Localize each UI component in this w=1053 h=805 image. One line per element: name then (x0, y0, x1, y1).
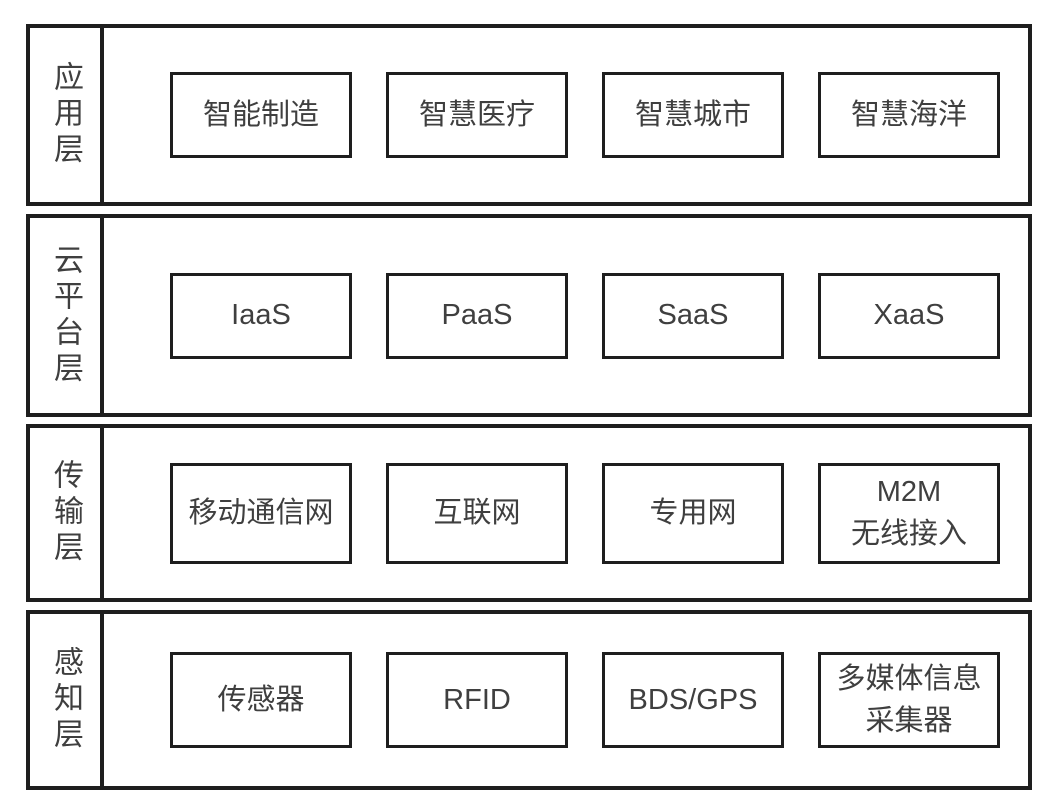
layer-label-column: 云平台层 (30, 218, 104, 413)
box-label-line: RFID (443, 683, 511, 716)
box-m2m-wireless-access: M2M 无线接入 (818, 462, 1000, 564)
box-smart-manufacturing: 智能制造 (170, 72, 352, 158)
box-paas: PaaS (386, 272, 568, 359)
layer-box-row: IaaS PaaS SaaS XaaS (104, 218, 1028, 413)
box-multimedia-info-collector: 多媒体信息采集器 (818, 652, 1000, 748)
box-xaas: XaaS (818, 272, 1000, 359)
box-label-line: SaaS (657, 299, 729, 332)
box-label-line: IaaS (231, 299, 291, 332)
box-label-line: 传感器 (217, 683, 305, 716)
box-iaas: IaaS (170, 272, 352, 359)
layer-label: 应用层 (49, 61, 82, 169)
layer-box-row: 传感器 RFID BDS/GPS 多媒体信息采集器 (104, 614, 1028, 786)
box-label-line: 智慧医疗 (418, 98, 535, 131)
box-label-line: 互联网 (433, 496, 521, 529)
box-label-line: 多媒体信息 (836, 662, 982, 695)
layer-label: 云平台层 (49, 243, 82, 388)
layer-label-column: 应用层 (30, 28, 104, 202)
layer-box-row: 移动通信网 互联网 专用网 M2M 无线接入 (104, 428, 1028, 598)
box-sensor: 传感器 (170, 652, 352, 748)
layer-band-perception-layer: 感知层 传感器 RFID BDS/GPS 多媒体信息采集器 (26, 610, 1032, 790)
layer-label: 感知层 (49, 646, 82, 754)
box-label-line: BDS/GPS (628, 683, 758, 716)
layer-label-column: 感知层 (30, 614, 104, 786)
box-bds-gps: BDS/GPS (602, 652, 784, 748)
layer-label-column: 传输层 (30, 428, 104, 598)
box-label-line: XaaS (873, 299, 945, 332)
layer-label: 传输层 (49, 459, 82, 567)
box-saas: SaaS (602, 272, 784, 359)
box-private-network: 专用网 (602, 462, 784, 564)
layer-box-row: 智能制造 智慧医疗 智慧城市 智慧海洋 (104, 28, 1028, 202)
box-label-line: 采集器 (865, 705, 953, 737)
box-label-line: 智慧海洋 (850, 98, 967, 131)
layer-band-cloud-platform-layer: 云平台层 IaaS PaaS SaaS XaaS (26, 214, 1032, 417)
box-label-line: M2M (876, 475, 942, 508)
layer-band-application-layer: 应用层 智能制造 智慧医疗 智慧城市 智慧海洋 (26, 24, 1032, 206)
box-label-line: 无线接入 (850, 518, 967, 550)
box-smart-healthcare: 智慧医疗 (386, 72, 568, 158)
box-smart-city: 智慧城市 (602, 72, 784, 158)
layer-band-transport-layer: 传输层 移动通信网 互联网 专用网 M2M 无线接入 (26, 424, 1032, 602)
box-label-line: PaaS (441, 299, 513, 332)
box-label-line: 移动通信网 (188, 496, 334, 529)
box-mobile-communication-network: 移动通信网 (170, 462, 352, 564)
box-smart-ocean: 智慧海洋 (818, 72, 1000, 158)
box-label-line: 智能制造 (202, 98, 319, 131)
box-rfid: RFID (386, 652, 568, 748)
box-label-line: 专用网 (649, 496, 737, 529)
box-internet: 互联网 (386, 462, 568, 564)
box-label-line: 智慧城市 (634, 98, 751, 131)
